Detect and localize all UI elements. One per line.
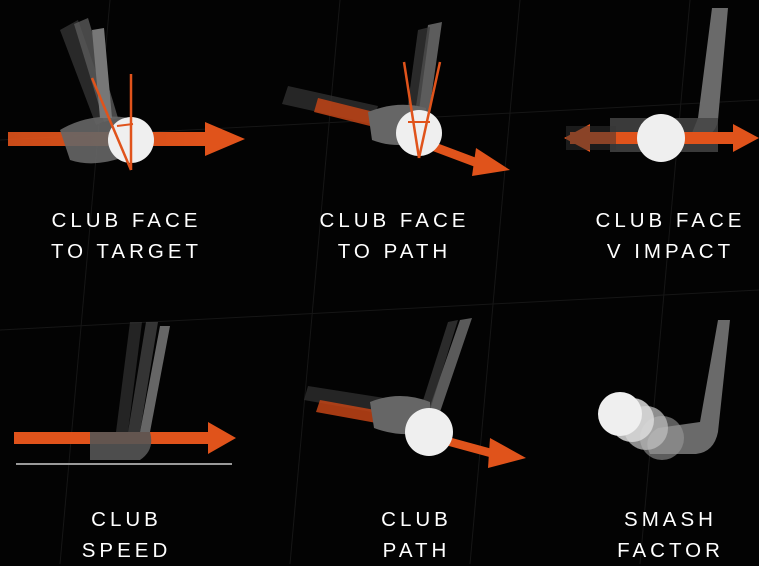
label-line-2: FACTOR xyxy=(544,535,759,566)
label-line-1: CLUB xyxy=(290,504,543,535)
tile-club-face-to-target: CLUB FACE TO TARGET xyxy=(0,0,253,282)
tile-club-face-v-impact: CLUB FACE V IMPACT xyxy=(550,0,759,282)
tile-label: CLUB SPEED xyxy=(0,504,253,566)
club-face-impact-icon xyxy=(550,0,759,200)
club-face-to-path-icon xyxy=(268,0,521,200)
tile-label: CLUB PATH xyxy=(290,504,543,566)
tile-club-face-to-path: CLUB FACE TO PATH xyxy=(268,0,521,282)
label-line-2: SPEED xyxy=(0,535,253,566)
tile-smash-factor: SMASH FACTOR xyxy=(550,282,759,564)
tile-label: CLUB FACE V IMPACT xyxy=(544,205,759,267)
tile-label: CLUB FACE TO TARGET xyxy=(0,205,253,267)
label-line-1: SMASH xyxy=(544,504,759,535)
label-line-1: CLUB xyxy=(0,504,253,535)
tile-label: SMASH FACTOR xyxy=(544,504,759,566)
club-face-to-target-icon xyxy=(0,0,253,200)
label-line-1: CLUB FACE xyxy=(268,205,521,236)
label-line-1: CLUB FACE xyxy=(544,205,759,236)
label-line-2: TO PATH xyxy=(268,236,521,267)
club-path-icon xyxy=(290,282,543,482)
smash-factor-icon xyxy=(550,282,759,482)
tile-club-speed: CLUB SPEED xyxy=(0,282,253,564)
tile-label: CLUB FACE TO PATH xyxy=(268,205,521,267)
label-line-2: V IMPACT xyxy=(544,236,759,267)
label-line-2: PATH xyxy=(290,535,543,566)
label-line-2: TO TARGET xyxy=(0,236,253,267)
tile-club-path: CLUB PATH xyxy=(290,282,543,564)
label-line-1: CLUB FACE xyxy=(0,205,253,236)
club-speed-icon xyxy=(0,282,253,482)
